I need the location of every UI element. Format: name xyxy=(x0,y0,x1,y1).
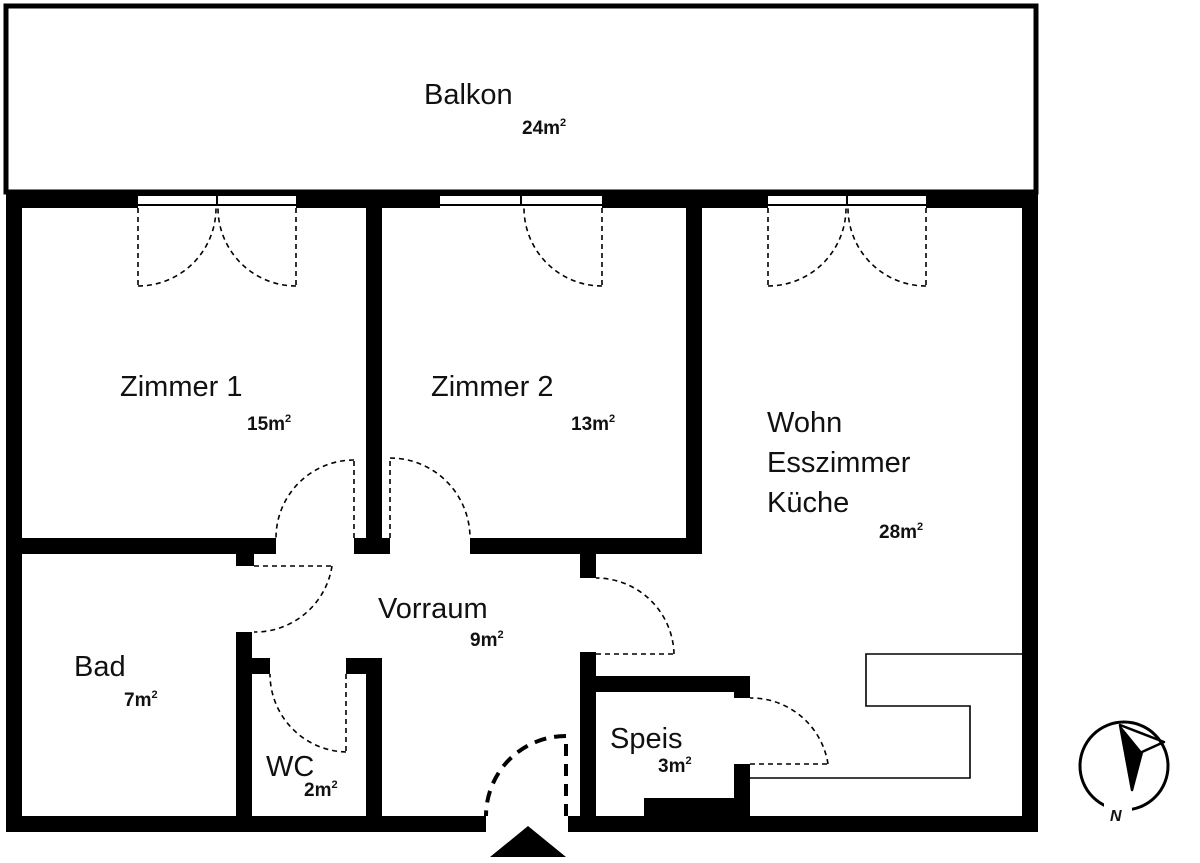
room-area-zimmer2: 13m xyxy=(571,414,609,435)
label-vorraum: Vorraum 9m2 xyxy=(378,593,504,651)
room-area-balkon: 24m xyxy=(522,118,560,139)
room-name-zimmer1: Zimmer 1 xyxy=(120,371,242,403)
label-zimmer1: Zimmer 1 15m2 xyxy=(120,371,291,435)
door-swing-zimmer2 xyxy=(389,457,471,539)
svg-text:28m2: 28m2 xyxy=(879,521,923,543)
svg-text:13m2: 13m2 xyxy=(571,413,615,435)
room-name-speis: Speis xyxy=(610,723,683,755)
svg-text:15m2: 15m2 xyxy=(247,413,291,435)
compass: N xyxy=(1078,720,1170,825)
room-area-wohn: 28m xyxy=(879,522,917,543)
svg-text:9m2: 9m2 xyxy=(470,629,504,651)
room-area-bad: 7m xyxy=(124,690,151,711)
room-name-vorraum: Vorraum xyxy=(378,593,488,625)
door-swing-wohn-balcony xyxy=(767,207,927,287)
windows xyxy=(138,194,926,206)
door-swing-zimmer2-balcony xyxy=(523,207,603,287)
window-wohn xyxy=(768,194,926,206)
window-zimmer1 xyxy=(138,194,296,206)
door-swing-zimmer1 xyxy=(275,459,355,539)
room-name-zimmer2: Zimmer 2 xyxy=(431,371,553,403)
kitchen-counter xyxy=(750,653,1022,779)
window-zimmer2 xyxy=(440,194,602,206)
door-swings xyxy=(137,207,927,765)
label-zimmer2: Zimmer 2 13m2 xyxy=(431,371,615,435)
room-area-vorraum: 9m xyxy=(470,630,497,651)
svg-text:3m2: 3m2 xyxy=(658,755,692,777)
door-swing-wohn xyxy=(595,577,675,655)
room-name-wc: WC xyxy=(266,751,314,783)
room-name-wohn-line1: Wohn xyxy=(767,407,842,439)
label-wc: WC 2m2 xyxy=(266,751,338,801)
room-area-wc: 2m xyxy=(304,780,331,801)
room-area-speis: 3m xyxy=(658,756,685,777)
room-area-zimmer1: 15m xyxy=(247,414,285,435)
room-name-bad: Bad xyxy=(74,651,126,683)
door-swing-zimmer1-balcony xyxy=(137,207,297,287)
compass-label: N xyxy=(1110,808,1122,825)
entrance-door xyxy=(484,734,568,817)
label-wohn: Wohn Esszimmer Küche 28m2 xyxy=(767,407,923,543)
label-balkon: Balkon 24m2 xyxy=(424,79,566,139)
svg-text:7m2: 7m2 xyxy=(124,689,158,711)
svg-text:24m2: 24m2 xyxy=(522,117,566,139)
room-name-wohn-line2: Esszimmer xyxy=(767,447,911,479)
label-bad: Bad 7m2 xyxy=(74,651,158,711)
svg-text:2m2: 2m2 xyxy=(304,779,338,801)
label-speis: Speis 3m2 xyxy=(610,723,692,777)
balcony-outline xyxy=(3,3,1039,195)
door-swing-wc xyxy=(269,673,347,753)
entrance-arrow-icon xyxy=(490,826,566,857)
door-swing-bad xyxy=(253,565,333,633)
room-name-balkon: Balkon xyxy=(424,79,513,111)
north-arrow-fill xyxy=(1120,725,1142,790)
walls xyxy=(6,192,1038,832)
door-swing-speis xyxy=(749,697,829,765)
room-name-wohn-line3: Küche xyxy=(767,487,849,519)
